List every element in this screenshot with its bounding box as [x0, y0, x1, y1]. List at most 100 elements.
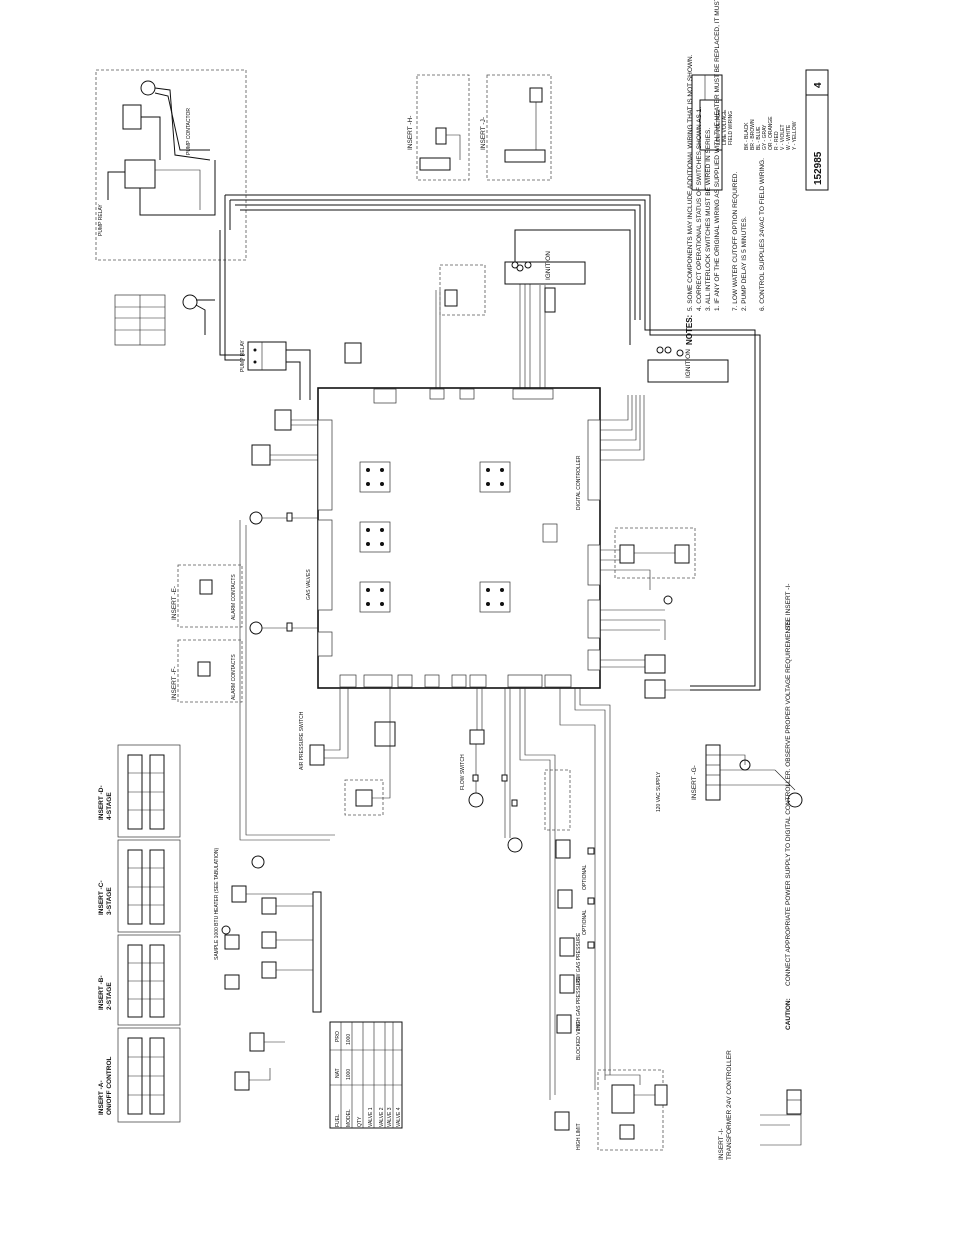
legend-color-8: Y - YELLOW: [792, 121, 798, 150]
legend-color-1: BR - BROWN: [750, 119, 756, 150]
see-tabulation-label: GAS VALVES: [306, 569, 312, 600]
note-4: 1. IF ANY OF THE ORIGINAL WIRING AS SUPP…: [713, 0, 721, 311]
insert-b: INSERT -B- 2-STAGE: [98, 934, 181, 1026]
left-switch-circuits: GAS VALVES: [239, 409, 335, 841]
gas-low-label: LOW GAS PRESSURE: [576, 932, 582, 985]
sample-label: SAMPLE 1000 BTU HEATER (SEE TABULATION): [214, 848, 220, 960]
revision: 4: [813, 82, 824, 88]
note-1: 5. SOME COMPONENTS MAY INCLUDE ADDITIONA…: [687, 54, 694, 311]
legend-color-2: BL - BLUE: [756, 126, 762, 150]
insert-i-subtitle: TRANSFORMER 24V CONTROLLER: [726, 1050, 733, 1160]
air-pressure-switch: AIR PRESSURE SWITCH: [299, 688, 396, 816]
insert-b-subtitle: 2-STAGE: [106, 982, 113, 1010]
insert-a-title: INSERT -A-: [98, 1080, 105, 1115]
table-header-v3: VALVE 3: [387, 1107, 393, 1127]
table-fuel-pro: PRO: [335, 1031, 341, 1042]
ignition-module-2: IGNITION: [647, 346, 729, 383]
legend-color-6: V - VIOLET: [780, 124, 786, 150]
legend: LOW VOLTAGE LINE VOLTAGE FIELD WIRING BK…: [691, 69, 829, 191]
table-nat-model-0: 1000: [346, 1069, 352, 1080]
table-header-qty: QTY: [357, 1116, 363, 1127]
legend-color-7: W - WHITE: [786, 124, 792, 150]
insert-f-title: INSERT -F-: [171, 666, 178, 700]
insert-e: INSERT -E- ALARM CONTACTS: [171, 564, 243, 628]
caution: CAUTION: CONNECT APPROPRIATE POWER SUPPL…: [785, 584, 792, 1030]
pump-contactor-label: PUMP CONTACTOR: [186, 108, 192, 155]
legend-color-0: BK - BLACK: [744, 122, 750, 150]
insert-i-title: INSERT -I-: [718, 1128, 725, 1160]
board-top-wires: [435, 280, 645, 461]
gas-valves-sample: SAMPLE 1000 BTU HEATER (SEE TABULATION): [214, 848, 322, 1013]
valve-tabulation-table: FUEL NAT PRO MODEL 1000 1000 QTY VALVE 1…: [329, 1021, 403, 1129]
notes: NOTES: 5. SOME COMPONENTS MAY INCLUDE AD…: [685, 0, 766, 345]
note-2: 4. CORRECT OPERATIONAL STATUS OF SWITCHE…: [696, 107, 703, 311]
table-pro-model-0: 1000: [346, 1034, 352, 1045]
small-relay: [344, 342, 362, 364]
table-header-model: MODEL: [346, 1109, 352, 1127]
flow-switch-circuit: FLOW SWITCH: [460, 688, 523, 853]
blower-relay-box: [544, 769, 571, 831]
insert-j-title: INSERT -J-: [480, 117, 487, 150]
legend-item-0: LOW VOLTAGE: [716, 109, 722, 145]
insert-e-title: INSERT -E-: [171, 586, 178, 620]
table-header-v4: VALVE 4: [396, 1107, 402, 1127]
insert-d: INSERT -D- 4-STAGE: [98, 744, 181, 838]
table-fuel-nat: NAT: [335, 1068, 341, 1078]
blocked-vent-label: BLOCKED VENT: [576, 1021, 582, 1060]
see-insert-label: SEE INSERT -I-: [785, 584, 792, 630]
control-board-label: DIGITAL CONTROLLER: [576, 455, 582, 510]
insert-j: INSERT -J-: [480, 74, 552, 181]
gas-high-label: HIGH GAS PRESSURE: [576, 976, 582, 1030]
high-limit-label: HIGH LIMIT: [576, 1123, 582, 1150]
caution-title: CAUTION:: [785, 998, 792, 1030]
table-header-v1: VALVE 1: [368, 1107, 374, 1127]
insert-c: INSERT -C- 3-STAGE: [98, 839, 181, 933]
legend-color-4: OR - ORANGE: [768, 116, 774, 150]
optional-label-2: OPTIONAL: [582, 909, 588, 935]
air-pressure-label: AIR PRESSURE SWITCH: [299, 711, 305, 770]
optional-label-1: OPTIONAL: [582, 864, 588, 890]
note-3: 3. ALL INTERLOCK SWITCHES MUST BE WIRED …: [705, 128, 712, 311]
insert-i: INSERT -I- TRANSFORMER 24V CONTROLLER: [718, 1050, 802, 1160]
pump-relay-insert: PUMP RELAY PUMP CONTACTOR: [95, 69, 247, 261]
caution-text: CONNECT APPROPRIATE POWER SUPPLY TO DIGI…: [785, 618, 792, 986]
insert-c-subtitle: 3-STAGE: [106, 887, 113, 915]
insert-d-subtitle: 4-STAGE: [106, 792, 113, 820]
notes-heading: NOTES:: [685, 315, 694, 345]
insert-a: INSERT -A- ON/OFF CONTROL: [98, 1027, 181, 1123]
pump-relay-note: PUMP RELAY: [98, 204, 104, 236]
legend-item-2: FIELD WIRING: [728, 111, 734, 145]
flame-sensor-1: [439, 264, 486, 316]
insert-f: INSERT -F- ALARM CONTACTS: [171, 639, 243, 703]
note-6: 2. PUMP DELAY IS 5 MINUTES.: [741, 216, 748, 311]
note-5: 7. LOW WATER CUTOFF OPTION REQUIRED.: [732, 172, 739, 311]
flame-sensor-relay: [444, 289, 458, 307]
table-header-v2: VALVE 2: [379, 1107, 385, 1127]
legend-color-5: R - RED: [774, 131, 780, 150]
pump-relay: PUMP RELAY: [240, 340, 311, 400]
bottom-transformer-block: [597, 1069, 668, 1151]
ignition-label-2: IGNITION: [685, 349, 692, 378]
control-board: DIGITAL CONTROLLER: [317, 387, 601, 689]
insert-f-label: ALARM CONTACTS: [231, 654, 237, 700]
aux-relays: [234, 1032, 285, 1091]
insert-b-title: INSERT -B-: [98, 975, 105, 1010]
main-bus-wires: [219, 194, 761, 691]
insert-e-label: ALARM CONTACTS: [231, 574, 237, 620]
pump-contactor-block: [114, 294, 215, 346]
insert-a-subtitle: ON/OFF CONTROL: [106, 1056, 113, 1115]
insert-c-title: INSERT -C-: [98, 880, 105, 915]
insert-g-title: INSERT -G-: [691, 765, 698, 800]
right-relays: [600, 527, 696, 699]
flow-switch-label: FLOW SWITCH: [460, 754, 466, 790]
pump-relay-label: PUMP RELAY: [240, 340, 246, 372]
insert-d-title: INSERT -D-: [98, 785, 105, 820]
ignition-module-1: IGNITION: [504, 229, 631, 345]
supply-label: 120 VAC SUPPLY: [656, 771, 662, 812]
insert-h-title: INSERT -H-: [407, 116, 414, 150]
insert-g: INSERT -G- 120 VAC SUPPLY: [656, 744, 803, 812]
legend-color-3: GY - GRAY: [762, 124, 768, 150]
insert-h: INSERT -H-: [407, 74, 470, 181]
